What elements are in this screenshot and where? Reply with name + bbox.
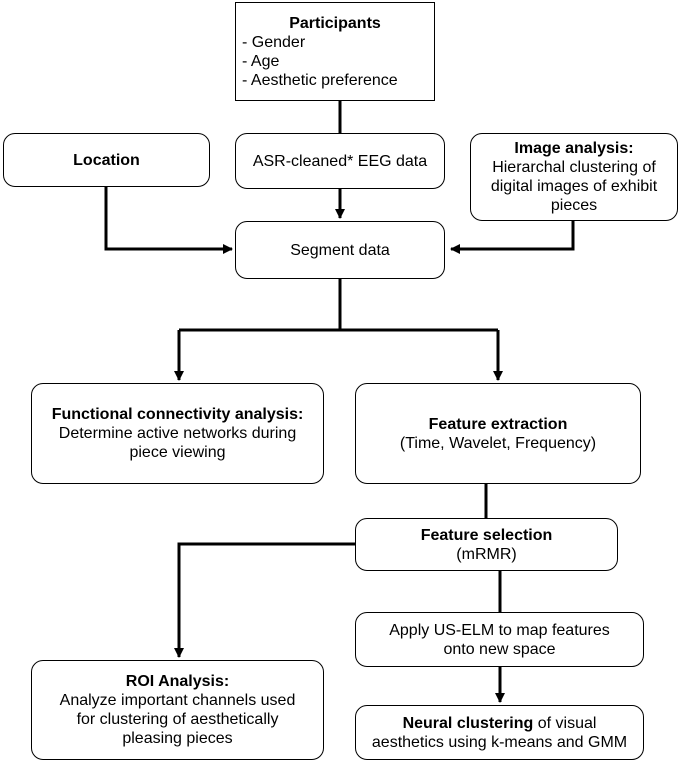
connector-segment-split: [179, 279, 342, 332]
image-analysis-line: pieces: [550, 197, 598, 214]
neural-rest: of visual: [533, 714, 597, 732]
segment-data-label: Segment data: [290, 241, 390, 259]
arrow-location-segment: [104, 187, 233, 254]
roi-line: pleasing pieces: [122, 730, 233, 747]
image-analysis-line: Hierarchal clustering of: [492, 159, 656, 176]
feature-selection-sub: (mRMR): [456, 545, 517, 563]
eeg-data-box: ASR-cleaned* EEG data: [235, 133, 445, 189]
location-title: Location: [73, 151, 140, 169]
feature-selection-title: Feature selection: [420, 526, 553, 544]
neural-clustering-box: Neural clustering of visual aesthetics u…: [355, 705, 644, 760]
feature-extraction-title: Feature extraction: [428, 415, 568, 433]
roi-title: ROI Analysis:: [125, 673, 230, 690]
us-elm-line: onto new space: [443, 640, 556, 658]
arrow-selection-roi: [174, 542, 355, 658]
participants-item: - Gender: [242, 33, 306, 51]
neural-title: Neural clustering: [402, 714, 534, 732]
connectivity-line: piece viewing: [129, 444, 226, 461]
us-elm-line: Apply US-ELM to map features: [389, 621, 610, 639]
feature-extraction-sub: (Time, Wavelet, Frequency): [399, 434, 597, 452]
roi-line: Analyze important channels used: [59, 692, 296, 709]
us-elm-box: Apply US-ELM to map features onto new sp…: [355, 612, 644, 667]
location-box: Location: [3, 133, 210, 187]
roi-analysis-box: ROI Analysis: Analyze important channels…: [31, 660, 324, 760]
arrow-image-segment: [450, 221, 575, 254]
participants-item: - Aesthetic preference: [242, 71, 398, 89]
connectivity-box: Functional connectivity analysis: Determ…: [31, 383, 324, 484]
image-analysis-line: digital images of exhibit: [490, 178, 658, 195]
eeg-data-label: ASR-cleaned* EEG data: [252, 152, 428, 170]
image-analysis-title: Image analysis:: [514, 140, 634, 157]
connectivity-title: Functional connectivity analysis:: [51, 406, 304, 423]
connectivity-line: Determine active networks during: [58, 425, 297, 442]
participants-title: Participants: [289, 14, 381, 32]
feature-selection-box: Feature selection (mRMR): [355, 518, 618, 571]
feature-extraction-box: Feature extraction (Time, Wavelet, Frequ…: [355, 383, 641, 484]
roi-line: for clustering of aesthetically: [76, 711, 279, 728]
segment-data-box: Segment data: [235, 221, 445, 279]
image-analysis-box: Image analysis: Hierarchal clustering of…: [470, 133, 678, 221]
participants-item: - Age: [242, 52, 280, 70]
neural-line-1: Neural clustering of visual: [403, 714, 597, 733]
neural-line-2: aesthetics using k-means and GMM: [371, 733, 628, 751]
participants-box: Participants - Gender - Age - Aesthetic …: [235, 2, 435, 101]
